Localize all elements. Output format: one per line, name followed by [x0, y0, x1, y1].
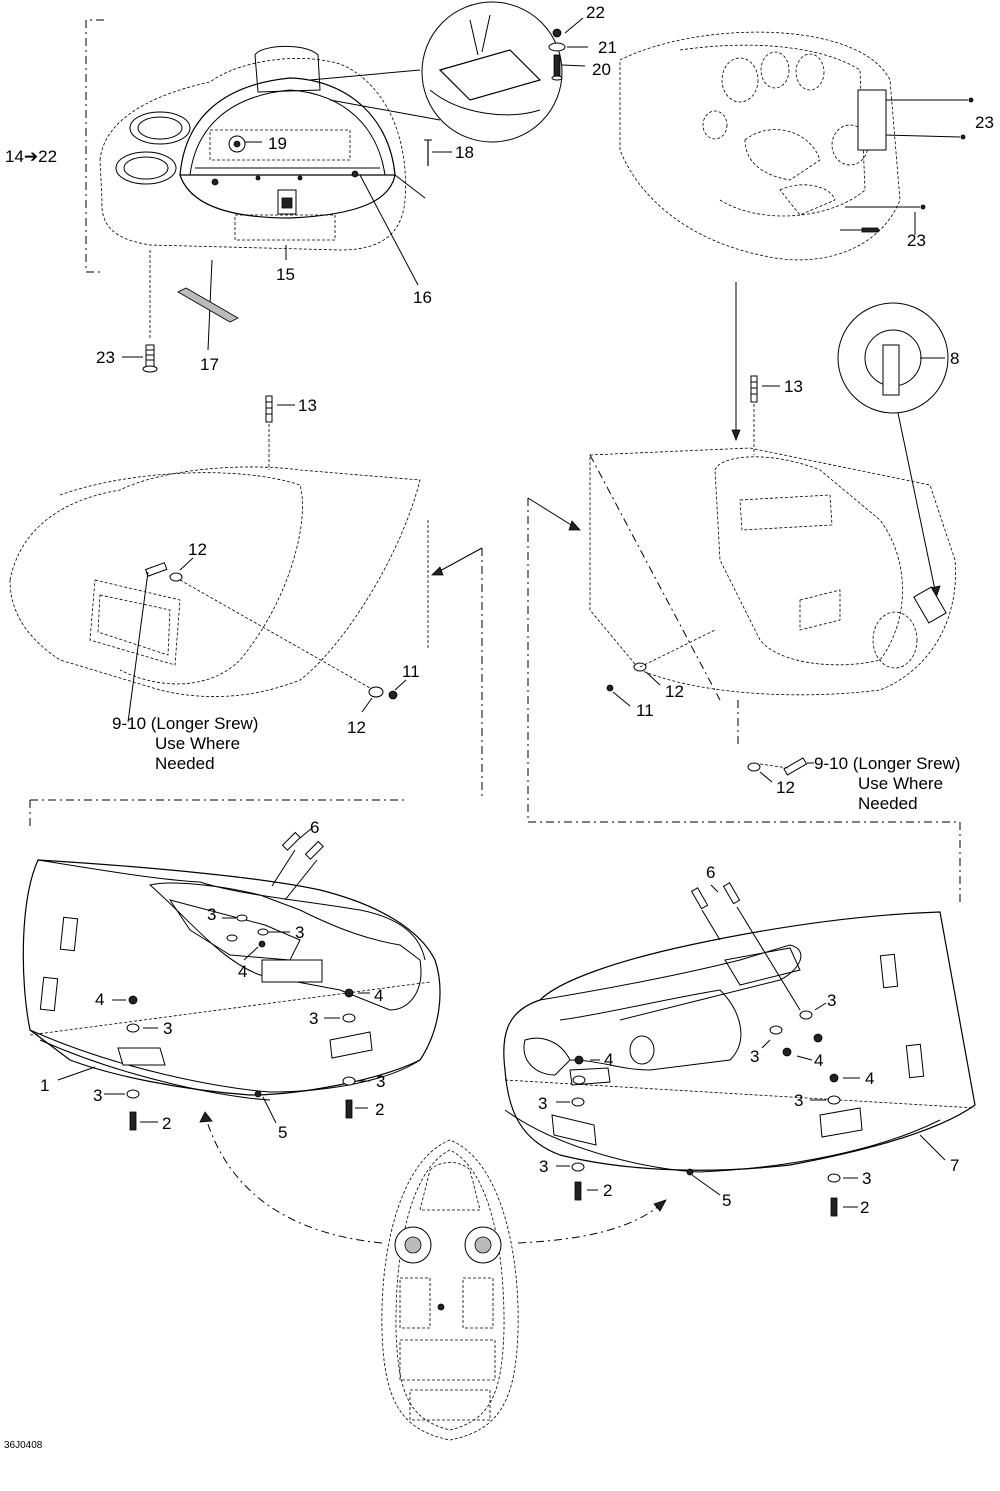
label-part-12-a: 12 [188, 540, 207, 559]
note-right-line3: Needed [858, 794, 918, 813]
label-part-11-a: 11 [402, 662, 420, 681]
label-part-2-a: 2 [162, 1114, 171, 1133]
label-part-3-l: 3 [862, 1169, 871, 1188]
label-part-20: 20 [592, 60, 611, 79]
label-part-3-a: 3 [207, 905, 216, 924]
label-part-5-b: 5 [722, 1191, 731, 1210]
bottom-left-liner [22, 827, 441, 1131]
note-right-line1: 9-10 (Longer Srew) [814, 754, 960, 773]
label-part-22: 22 [586, 3, 605, 22]
label-part-6-left: 6 [310, 818, 319, 837]
label-part-2-b: 2 [375, 1100, 384, 1119]
label-part-14-22: 14➔22 [5, 147, 57, 166]
part-13-screw-left [265, 395, 295, 470]
label-part-4-b: 4 [95, 990, 104, 1009]
label-part-13-left: 13 [298, 396, 317, 415]
label-part-3-g: 3 [827, 991, 836, 1010]
label-part-4-d: 4 [604, 1050, 613, 1069]
part-number-labels: 22 21 20 14➔22 19 18 15 16 17 23 23 23 8… [4, 3, 994, 1451]
note-left-line2: Use Where [155, 734, 240, 753]
label-part-17: 17 [200, 355, 219, 374]
part-13-screw-right [750, 375, 780, 455]
mid-right-deck-panel [527, 447, 961, 905]
label-part-4-f: 4 [865, 1069, 874, 1088]
label-part-3-j: 3 [794, 1091, 803, 1110]
part-18-pin [424, 139, 452, 166]
label-part-8: 8 [950, 349, 959, 368]
label-part-12-d: 12 [776, 778, 795, 797]
label-part-3-h: 3 [750, 1047, 759, 1066]
label-part-15: 15 [276, 265, 295, 284]
label-part-2-d: 2 [860, 1198, 869, 1217]
note-right-line2: Use Where [858, 774, 943, 793]
console-assembly [85, 19, 441, 351]
label-part-16: 16 [413, 288, 432, 307]
note-left-line3: Needed [155, 754, 215, 773]
label-part-21: 21 [598, 38, 617, 57]
note-left-line1: 9-10 (Longer Srew) [112, 714, 258, 733]
label-part-3-c: 3 [163, 1019, 172, 1038]
label-part-23-right-top: 23 [975, 113, 994, 132]
label-part-12-b: 12 [347, 718, 366, 737]
label-part-3-f: 3 [376, 1072, 385, 1091]
label-part-3-k: 3 [539, 1157, 548, 1176]
label-part-4-e: 4 [814, 1051, 823, 1070]
dashboard-view-top-right [619, 31, 974, 261]
label-part-3-d: 3 [309, 1009, 318, 1028]
label-part-23-right-bottom: 23 [907, 231, 926, 250]
part-23-bolt [122, 344, 158, 373]
part-17-strip [177, 287, 239, 323]
arrow-head [731, 429, 741, 442]
label-part-5-a: 5 [278, 1123, 287, 1142]
label-part-3-b: 3 [295, 923, 304, 942]
label-part-13-right: 13 [784, 377, 803, 396]
label-part-2-c: 2 [603, 1181, 612, 1200]
label-part-4-c: 4 [374, 986, 383, 1005]
label-part-1: 1 [40, 1076, 49, 1095]
label-part-6-right: 6 [706, 863, 715, 882]
bottom-right-liner [503, 882, 976, 1217]
mid-left-deck-panel [9, 466, 483, 830]
label-part-12-c: 12 [665, 682, 684, 701]
label-part-4-a: 4 [238, 962, 247, 981]
label-part-23-left: 23 [96, 348, 115, 367]
label-part-7: 7 [950, 1156, 959, 1175]
label-part-18: 18 [455, 143, 474, 162]
diagram-code: 36J0408 [4, 1440, 43, 1451]
boat-top-view [199, 1111, 667, 1441]
detail-inset-latch [421, 1, 588, 143]
label-part-3-e: 3 [93, 1086, 102, 1105]
label-part-19: 19 [268, 134, 287, 153]
label-part-11-b: 11 [636, 701, 654, 720]
label-part-3-i: 3 [538, 1094, 547, 1113]
detail-inset-key [837, 302, 949, 599]
